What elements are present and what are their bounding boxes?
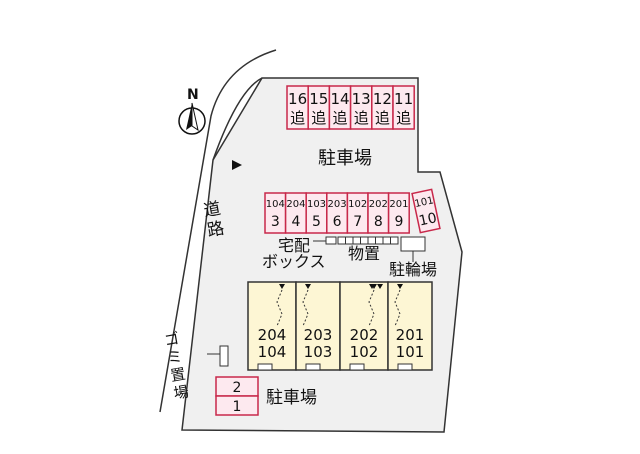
unit-upper-number: 201 [396,326,425,344]
unit-lower-number: 102 [350,343,379,361]
stair-path [368,289,375,327]
stair-path [394,289,401,327]
entrance-arrow-icon [279,284,285,289]
bicycle-parking-area [400,236,426,252]
spot-unit-number: 203 [328,199,347,210]
spot-unit-number: 101 [414,195,435,210]
spot-unit-number: 102 [348,199,367,210]
south-spot-number: 1 [233,399,242,415]
unit-outline [247,281,297,371]
extra-spot-number: 11 [394,90,413,108]
extra-spot-number: 16 [288,90,307,108]
spot-unit-number: 202 [369,199,388,210]
bicycle-parking-label: 駐輪場 [389,260,438,279]
entrance-arrow-icon [369,284,375,289]
spot-unit-number: 201 [389,199,408,210]
parking-main-label: 駐車場 [318,148,372,169]
garbage-station [219,345,229,367]
delivery-box-label-1: 宅配 [278,236,311,255]
extra-spot-number: 15 [309,90,328,108]
parking-spot-box [387,192,410,234]
unit-upper-number: 203 [304,326,333,344]
extra-spot-tag: 追 [396,109,411,127]
spot-number: 6 [333,214,342,230]
balcony [349,363,365,371]
storage-shed [367,236,376,245]
lot-corner-curve [212,77,263,161]
parking-south-label: 駐車場 [266,388,317,408]
extra-spot-tag: 追 [332,109,347,127]
storage-shed [345,236,354,245]
storage-shed [352,236,361,245]
spot-unit-number: 103 [307,199,326,210]
delivery-box [325,236,337,245]
entrance-arrow-icon [377,284,383,289]
road-edge-west [159,49,277,413]
extra-spot-tag: 追 [354,109,369,127]
storage-shed [382,236,391,245]
stair-path [302,289,309,327]
south-parking-spot [215,395,259,416]
spot-number: 4 [291,214,300,230]
balcony [305,363,321,371]
unit-outline [339,281,389,371]
spot-number: 8 [374,214,383,230]
extra-spot-tag: 追 [290,109,305,127]
spot-number: 5 [312,214,321,230]
spot-number: 7 [353,214,362,230]
storage-label: 物置 [348,244,381,263]
balcony [257,363,273,371]
extra-spot-number: 13 [352,90,371,108]
storage-shed [360,236,369,245]
unit-lower-number: 104 [258,343,287,361]
spot-number: 10 [417,210,438,229]
south-spot-number: 2 [233,380,242,396]
north-arrow-icon [178,102,206,135]
unit-lower-number: 103 [304,343,333,361]
parking-spot-box [411,188,441,234]
storage-shed [375,236,384,245]
extra-spot-number: 14 [330,90,349,108]
entrance-arrow-icon [305,284,311,289]
spot-number: 3 [271,214,280,230]
storage-shed [390,236,399,245]
extra-spot-tag: 追 [375,109,390,127]
extra-parking-spot [392,85,415,130]
extra-spot-tag: 追 [311,109,326,127]
spot-unit-number: 104 [266,199,285,210]
unit-upper-number: 204 [258,326,287,344]
unit-upper-number: 202 [350,326,379,344]
delivery-box-label-2: ボックス [262,252,326,271]
stair-path [276,289,283,327]
extra-spot-number: 12 [373,90,392,108]
unit-outline [295,281,341,371]
entrance-arrow-icon [397,284,403,289]
balcony [397,363,413,371]
compass-label: N [187,87,199,103]
unit-outline [387,281,433,371]
storage-shed [337,236,346,245]
spot-number: 9 [394,214,403,230]
spot-unit-number: 204 [286,199,305,210]
unit-lower-number: 101 [396,343,425,361]
road-arrow-icon [232,160,242,170]
